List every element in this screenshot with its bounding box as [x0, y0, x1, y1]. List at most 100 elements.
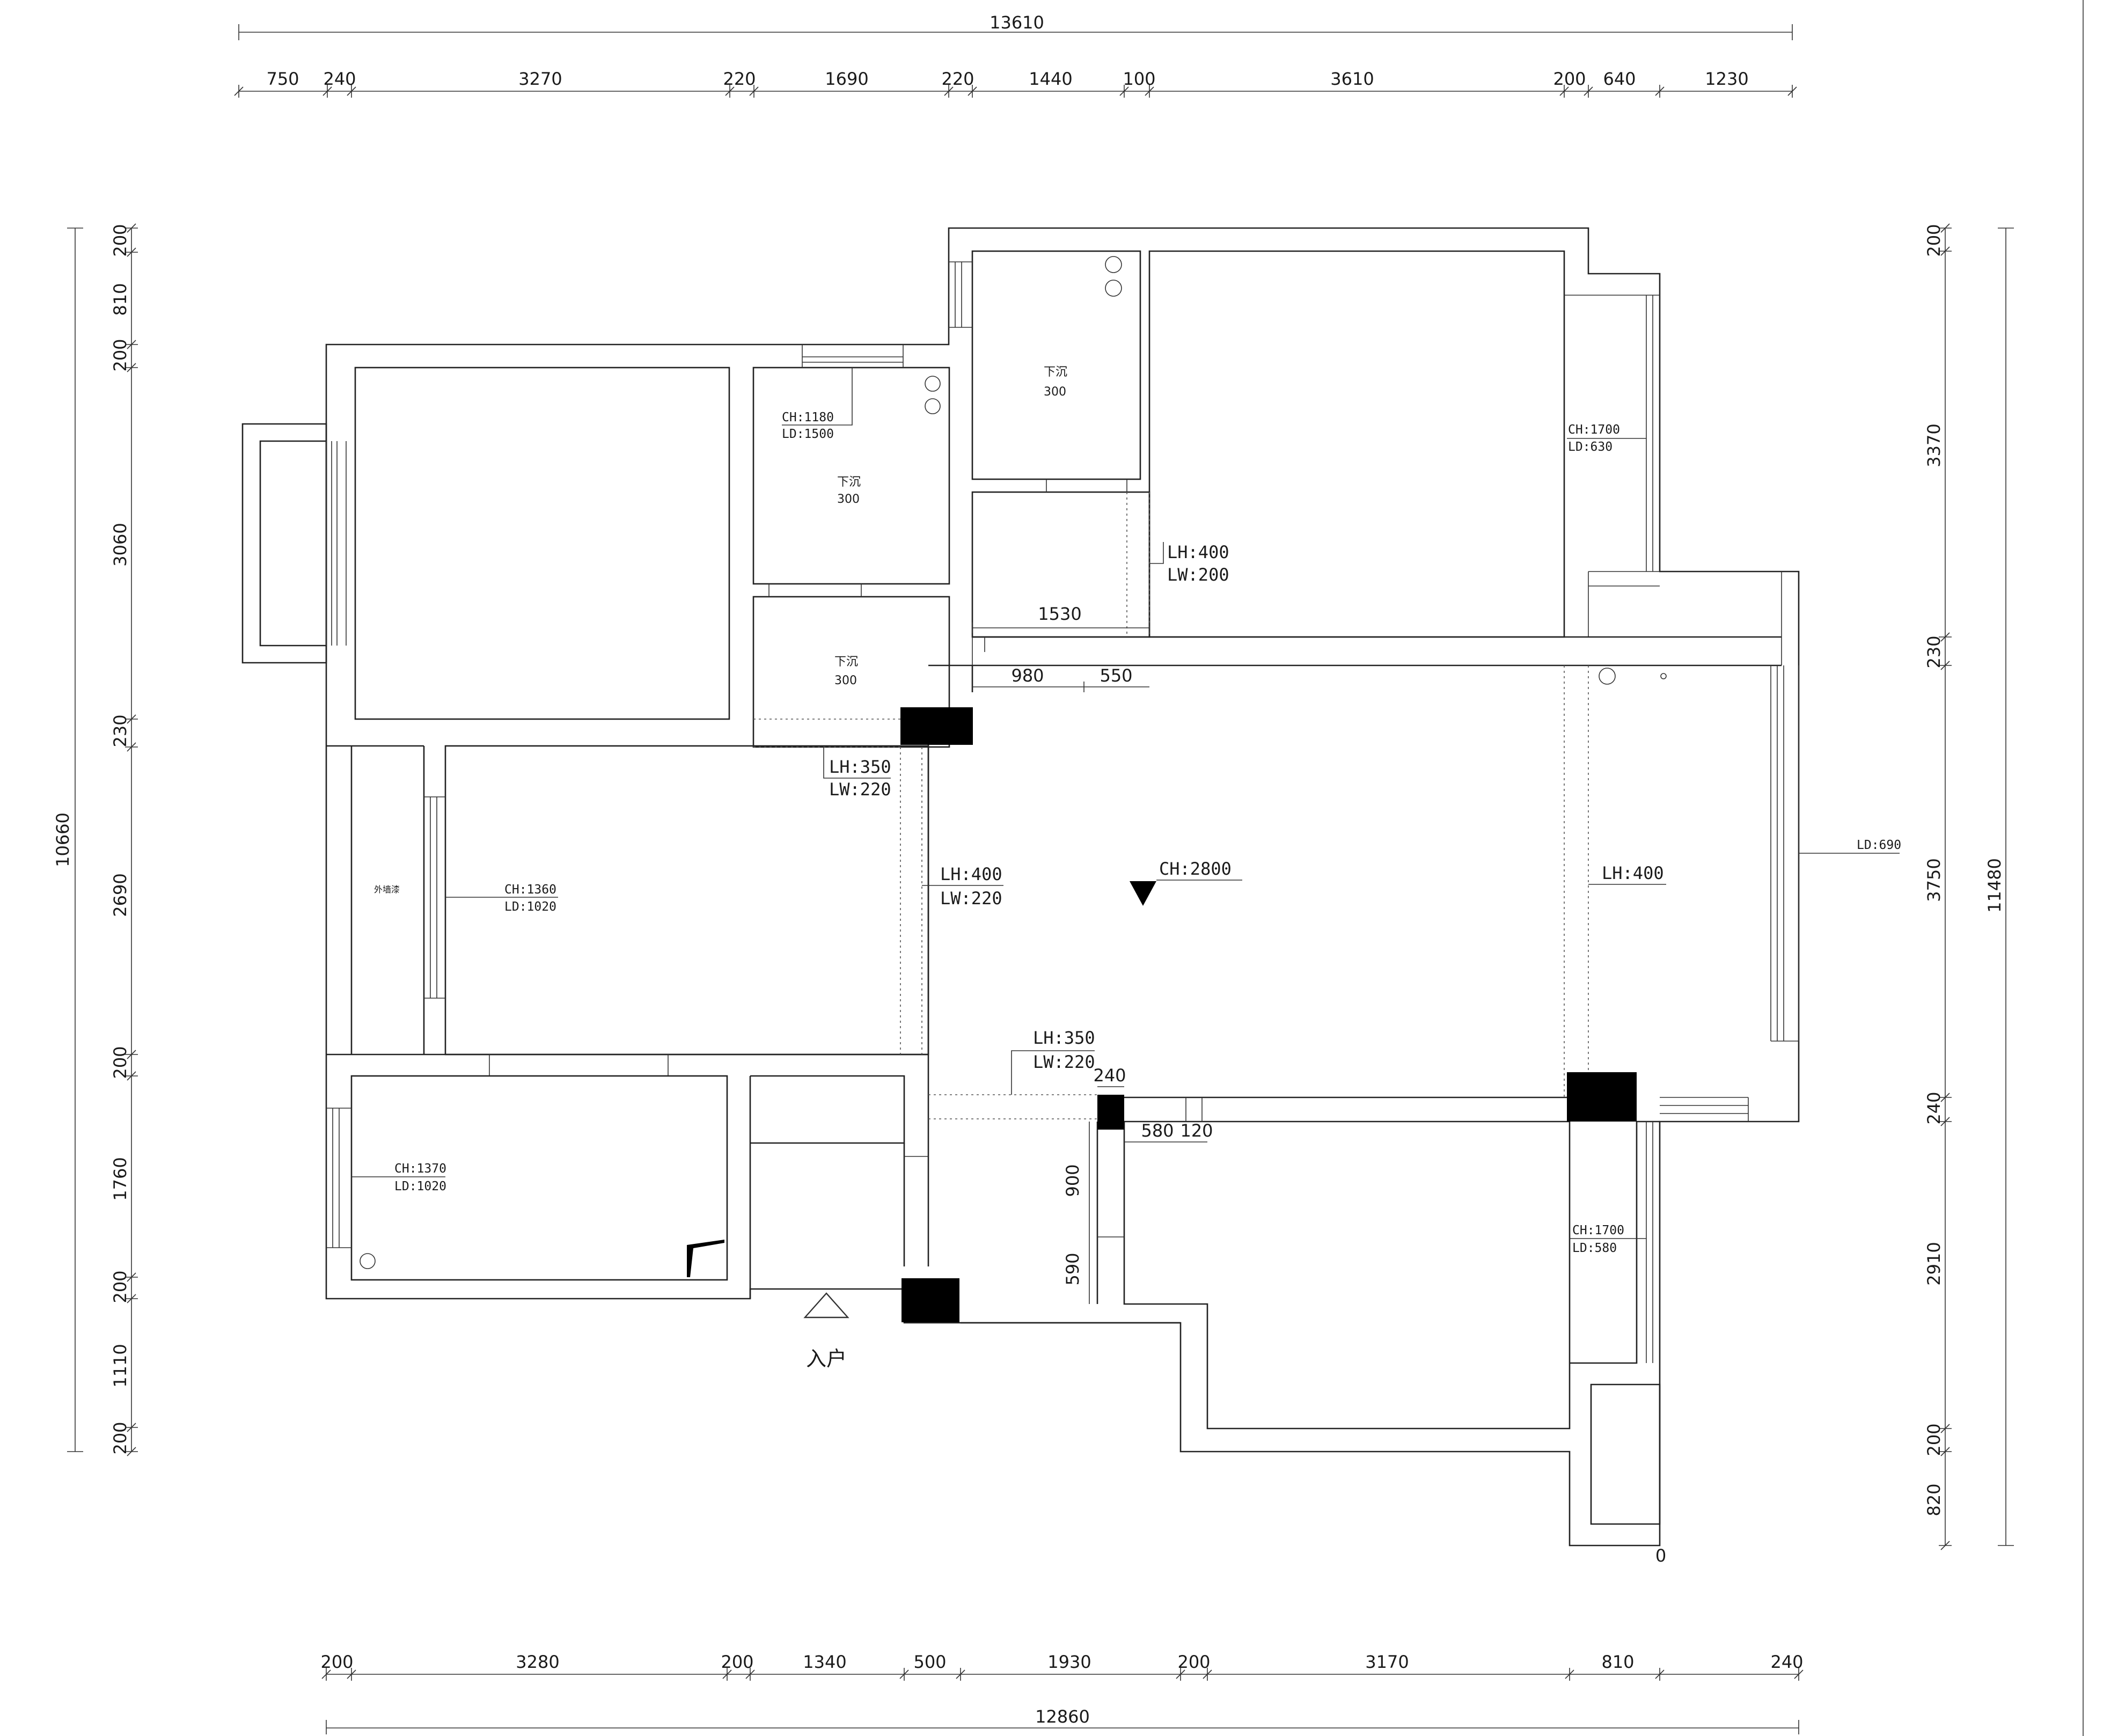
drain-circle — [1660, 673, 1667, 679]
top-dim-1690: 1690 — [825, 69, 868, 89]
right-dim-200: 200 — [1924, 224, 1944, 257]
drain-circle — [360, 1253, 376, 1269]
dimension-tick — [749, 86, 759, 96]
dimension-tick — [127, 1050, 136, 1059]
dim-580: 580 — [1141, 1120, 1174, 1141]
top-dim-220: 220 — [723, 69, 756, 89]
left-dim-1760: 1760 — [110, 1157, 130, 1200]
drain-circle — [1599, 668, 1616, 685]
w-bedroom-ch: CH:1360 — [504, 883, 556, 897]
bottom-dimension-chain: 200 3280 200 1340 500 1930 200 3170 810 … — [320, 1652, 1804, 1734]
dim-240: 240 — [1093, 1065, 1126, 1086]
ceiling-height-label: CH:2800 — [1159, 859, 1232, 879]
column-1 — [900, 707, 973, 745]
dimension-tick — [1176, 1669, 1185, 1679]
dimension-tick — [722, 1669, 732, 1679]
column-4 — [902, 1278, 959, 1322]
beam-lw220-d: LW:220 — [940, 888, 1002, 909]
left-dim-3060: 3060 — [110, 523, 130, 566]
bottom-dim-810: 810 — [1601, 1652, 1634, 1672]
dimension-tick — [127, 1294, 136, 1303]
right-zero-dimension: 0 — [1655, 1545, 1666, 1566]
right-dimension-chain: 200 3370 230 3750 240 2910 200 820 11480… — [1655, 223, 2014, 1566]
bath3-sink-label: 下沉 — [1044, 365, 1067, 379]
column-3 — [1567, 1072, 1637, 1122]
left-dim-200e: 200 — [110, 1422, 130, 1454]
dimension-tick — [1203, 1669, 1212, 1679]
sw-bedroom-ch: CH:1370 — [394, 1162, 446, 1176]
bath2-sink-label: 下沉 — [834, 655, 858, 669]
left-dim-2690: 2690 — [110, 873, 130, 917]
dimension-tick — [1794, 1669, 1804, 1679]
dimension-tick — [1119, 86, 1129, 96]
dimension-tick — [899, 1669, 909, 1679]
column-2 — [1097, 1095, 1124, 1130]
bath2-sink-value: 300 — [834, 674, 857, 687]
dimension-tick — [968, 86, 977, 96]
bath3-sink-value: 300 — [1044, 385, 1066, 399]
left-dim-200d: 200 — [110, 1270, 130, 1303]
west-window — [326, 441, 347, 646]
exterior-wall-paint-label: 外墙漆 — [374, 884, 400, 895]
right-dim-820: 820 — [1924, 1483, 1944, 1516]
bottom-total-dimension: 12860 — [1035, 1706, 1090, 1727]
top-dim-640: 640 — [1603, 69, 1636, 89]
dim-900: 900 — [1062, 1164, 1083, 1197]
left-dim-230: 230 — [110, 714, 130, 747]
bottom-dim-200c: 200 — [1177, 1652, 1210, 1672]
dimension-tick — [944, 86, 954, 96]
structural-columns — [900, 707, 1637, 1322]
dim-590: 590 — [1062, 1252, 1083, 1285]
dimension-tick — [234, 86, 244, 96]
w-bedroom-ld: LD:1020 — [504, 900, 556, 914]
left-dim-200: 200 — [110, 224, 130, 257]
top-dim-220b: 220 — [941, 69, 974, 89]
beam-lw220-d2: LW:220 — [1033, 1052, 1095, 1072]
beam-lh400-a: LH:400 — [1167, 542, 1229, 562]
right-dim-200b: 200 — [1924, 1423, 1944, 1456]
dimension-tick — [127, 340, 136, 349]
beam-lw220-b: LW:220 — [829, 779, 891, 800]
fixtures — [360, 256, 1667, 1277]
left-total-dimension: 10660 — [53, 812, 73, 867]
top-dim-750: 750 — [266, 69, 299, 89]
dimension-tick — [1940, 1447, 1950, 1456]
top-dim-1230: 1230 — [1705, 69, 1748, 89]
right-dim-2910: 2910 — [1924, 1242, 1944, 1285]
dim-980: 980 — [1011, 665, 1044, 686]
dimension-tick — [725, 86, 735, 96]
top-dim-200: 200 — [1553, 69, 1586, 89]
se-bedroom-ch: CH:1700 — [1572, 1224, 1624, 1237]
dimension-tick — [347, 1669, 356, 1679]
dim-1530: 1530 — [1038, 604, 1081, 624]
entrance-label: 入户 — [806, 1347, 847, 1371]
dimension-tick — [127, 1447, 136, 1456]
right-dim-240: 240 — [1924, 1092, 1944, 1124]
sw-bedroom-ld: LD:1020 — [394, 1180, 446, 1193]
annotations: CH:2800 CH:1180 LD:1500 下沉 300 下沉 300 下沉… — [351, 365, 1901, 1371]
dimension-tick — [127, 1071, 136, 1081]
beam-lh400-c: LH:400 — [940, 864, 1002, 884]
dimension-tick — [323, 86, 332, 96]
bath1-sink-value: 300 — [837, 493, 860, 506]
dimension-tick — [1565, 1669, 1574, 1679]
ne-bedroom-ld: LD:630 — [1568, 440, 1613, 454]
top-dim-240: 240 — [323, 69, 356, 89]
top-dim-3270: 3270 — [518, 69, 562, 89]
corner-marker-icon — [687, 1240, 724, 1277]
beam-lh350-c: LH:350 — [1033, 1028, 1095, 1048]
top-dim-1440: 1440 — [1029, 69, 1072, 89]
se-bedroom-ld: LD:580 — [1572, 1241, 1617, 1255]
bottom-dim-1340: 1340 — [803, 1652, 846, 1672]
beam-lines — [753, 492, 1589, 1119]
interior-walls — [326, 250, 1799, 1525]
dimension-tick — [1940, 661, 1950, 670]
east-window-ld: LD:690 — [1857, 838, 1901, 852]
right-dim-230: 230 — [1924, 635, 1944, 668]
dimension-tick — [127, 742, 136, 752]
dimension-tick — [1559, 86, 1569, 96]
beam-lw200-b: LW:200 — [1167, 565, 1229, 585]
dimension-tick — [127, 363, 136, 372]
drain-circle — [925, 376, 941, 392]
